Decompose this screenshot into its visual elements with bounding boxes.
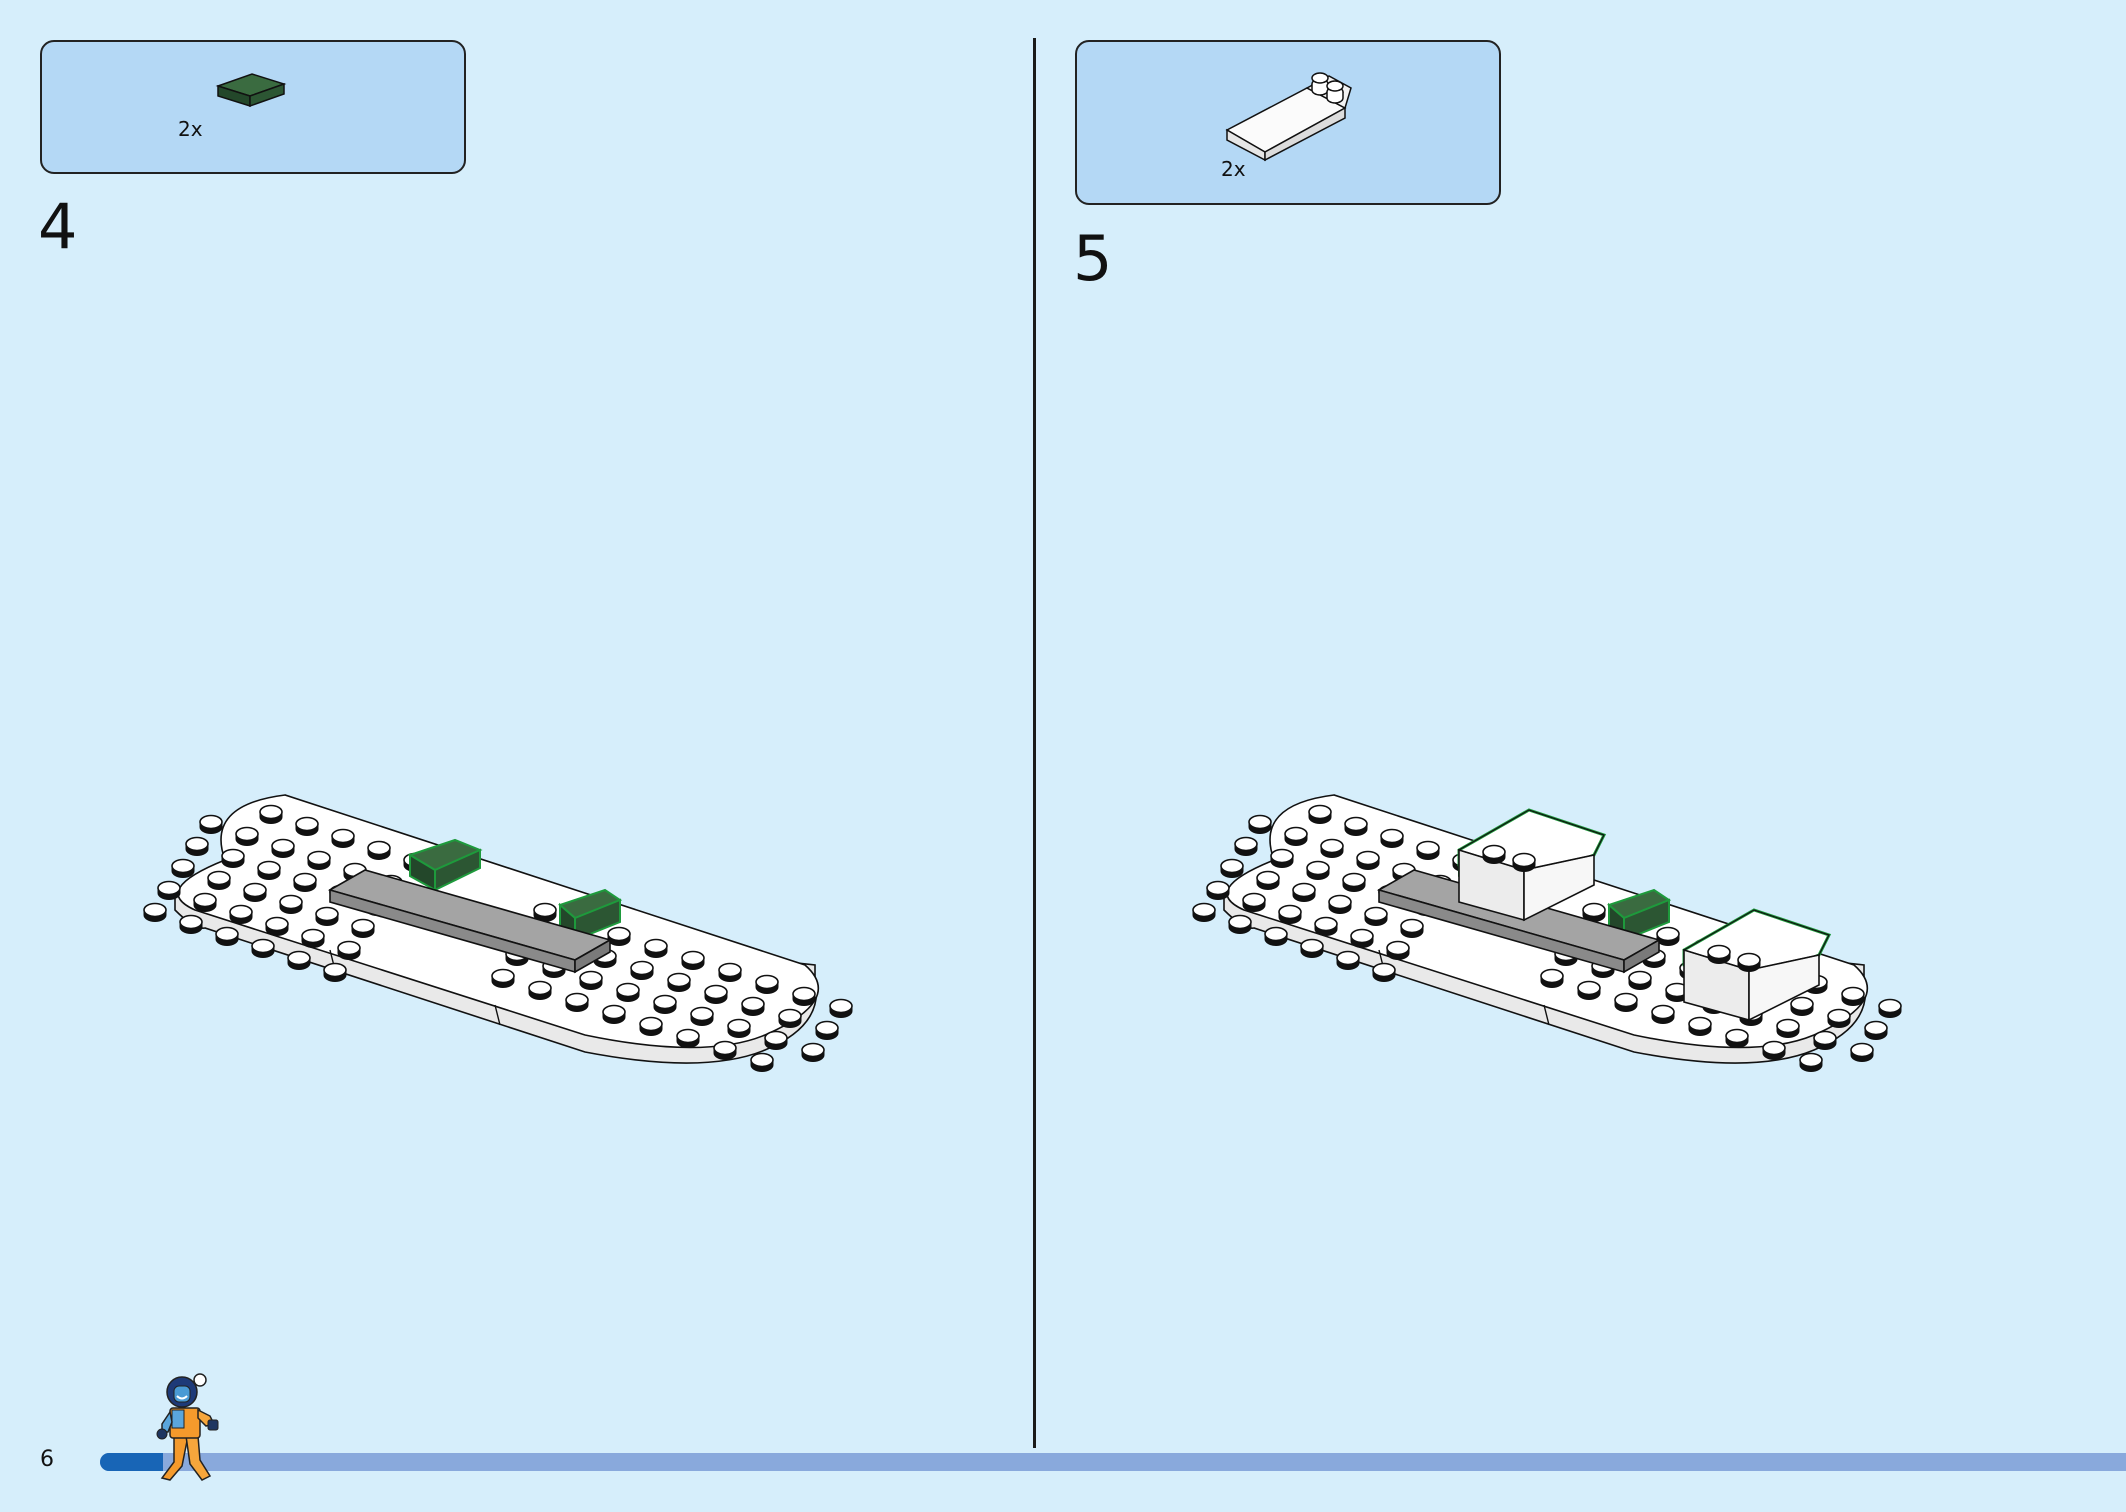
step-number: 4 <box>38 190 78 263</box>
panel-divider <box>1033 38 1036 1448</box>
minifigure-mascot-icon <box>156 1373 219 1481</box>
page-number: 6 <box>40 1447 54 1472</box>
step-5-panel: 2x 5 <box>1036 0 2126 1512</box>
white-slope-brick-icon <box>1225 72 1352 162</box>
parts-callout <box>40 40 466 174</box>
step-4-panel: 2x 4 <box>0 0 1033 1512</box>
build-model-step-4 <box>143 794 853 1072</box>
progress-track <box>100 1453 2126 1471</box>
parts-callout <box>1075 40 1501 205</box>
build-model-step-5 <box>1192 794 1902 1072</box>
part-quantity: 2x <box>1221 157 1246 181</box>
dark-green-tile-icon <box>215 73 287 108</box>
step-number: 5 <box>1073 222 1113 295</box>
progress-fill <box>100 1453 163 1471</box>
part-quantity: 2x <box>178 117 203 141</box>
